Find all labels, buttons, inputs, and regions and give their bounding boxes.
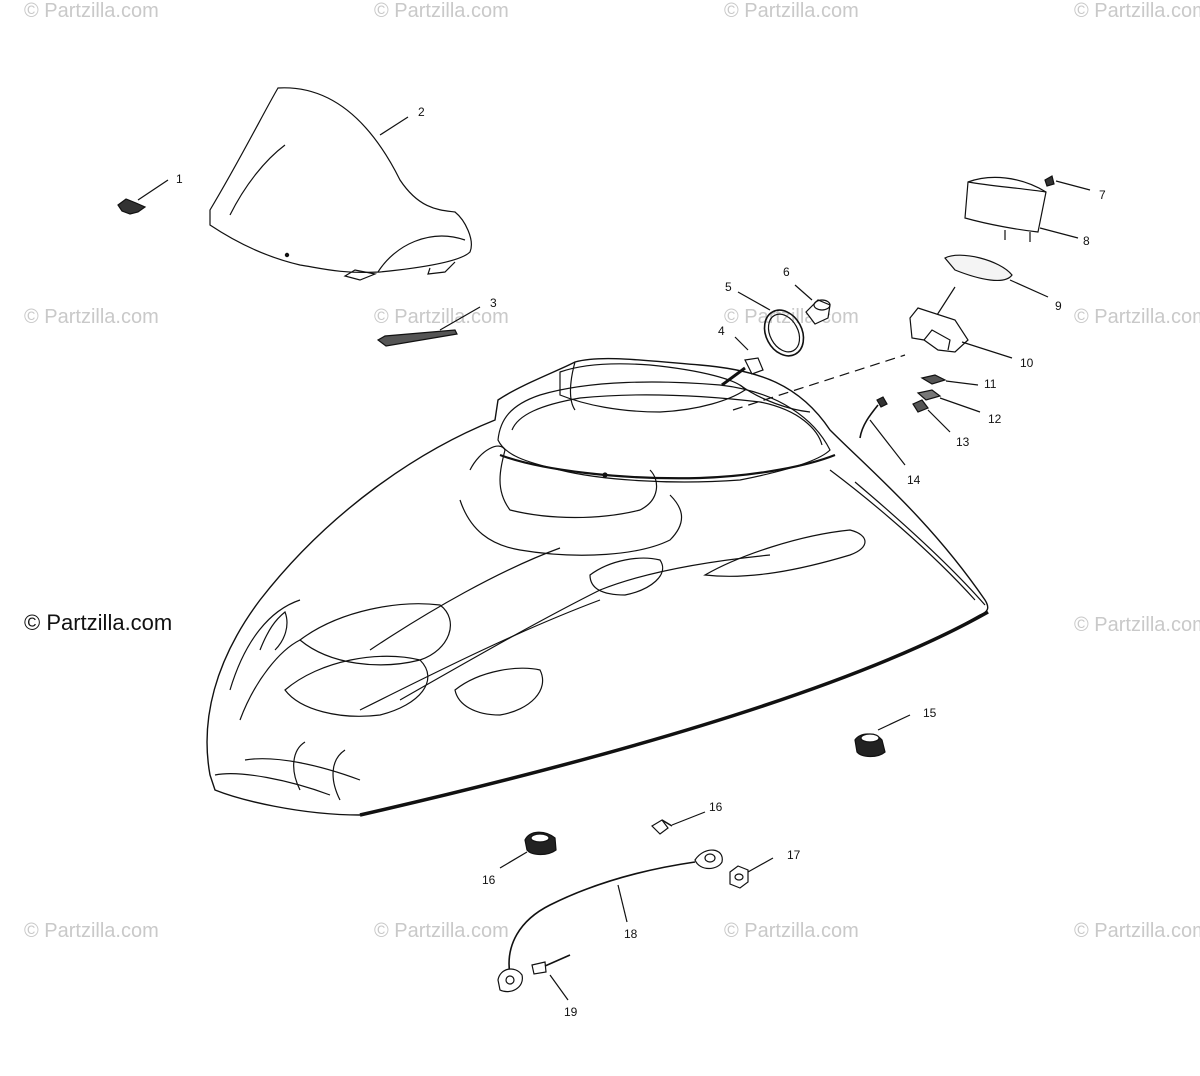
part-16-fastener[interactable] xyxy=(651,811,706,835)
callout-number: 7 xyxy=(1099,188,1106,202)
part-16-fastener[interactable] xyxy=(499,831,557,869)
callout-number: 1 xyxy=(176,172,183,186)
watermark: © Partzilla.com xyxy=(374,0,509,22)
watermark: © Partzilla.com xyxy=(1074,920,1200,942)
part-14-wire[interactable] xyxy=(859,396,906,466)
part-8-gauge-housing[interactable] xyxy=(964,176,1079,242)
copyright-notice: © Partzilla.com xyxy=(24,610,173,635)
callout-number: 13 xyxy=(956,435,970,449)
callout-number: 10 xyxy=(1020,356,1034,370)
callout-number: 14 xyxy=(907,473,921,487)
watermark: © Partzilla.com xyxy=(24,306,159,328)
part-17-nut[interactable] xyxy=(729,857,774,889)
hood-body[interactable] xyxy=(206,357,989,817)
watermark: © Partzilla.com xyxy=(724,0,859,22)
part-2-windshield[interactable] xyxy=(209,87,472,281)
watermark: © Partzilla.com xyxy=(724,920,859,942)
watermark: © Partzilla.com xyxy=(24,920,159,942)
part-18-tether[interactable] xyxy=(497,849,723,993)
part-12-fitting[interactable] xyxy=(916,389,981,413)
part-11-fitting[interactable] xyxy=(920,374,979,386)
callout-number: 16 xyxy=(482,873,496,887)
callout-number: 9 xyxy=(1055,299,1062,313)
callout-number: 8 xyxy=(1083,234,1090,248)
callout-number: 5 xyxy=(725,280,732,294)
part-13-fitting[interactable] xyxy=(912,399,951,433)
callout-number: 11 xyxy=(984,377,997,391)
part-7-screw[interactable] xyxy=(1044,175,1091,191)
callout-number: 19 xyxy=(564,1005,578,1019)
callout-number: 17 xyxy=(787,848,801,862)
callout-number: 4 xyxy=(718,324,725,338)
part-5-o-ring[interactable] xyxy=(737,291,811,363)
part-1-clip[interactable] xyxy=(117,179,169,215)
watermark: © Partzilla.com xyxy=(374,920,509,942)
watermark: © Partzilla.com xyxy=(1074,306,1200,328)
watermark: © Partzilla.com xyxy=(374,306,509,328)
watermark: © Partzilla.com xyxy=(1074,0,1200,22)
callout-number: 6 xyxy=(783,265,790,279)
part-19-rivet[interactable] xyxy=(531,954,571,1001)
alignment-line xyxy=(732,354,906,411)
callout-number: 12 xyxy=(988,412,1002,426)
watermark: © Partzilla.com xyxy=(1074,614,1200,636)
callout-number: 3 xyxy=(490,296,497,310)
watermark: © Partzilla.com xyxy=(24,0,159,22)
callout-number: 2 xyxy=(418,105,425,119)
part-15-fastener[interactable] xyxy=(854,714,911,758)
callout-number: 15 xyxy=(923,706,937,720)
callout-number: 16 xyxy=(709,800,723,814)
callout-number: 18 xyxy=(624,927,638,941)
part-4-screw[interactable] xyxy=(721,336,764,387)
part-6-plug[interactable] xyxy=(794,284,831,325)
part-10-bezel[interactable] xyxy=(909,286,1013,359)
part-9-gasket[interactable] xyxy=(944,254,1049,298)
part-3-rod[interactable] xyxy=(376,306,481,347)
